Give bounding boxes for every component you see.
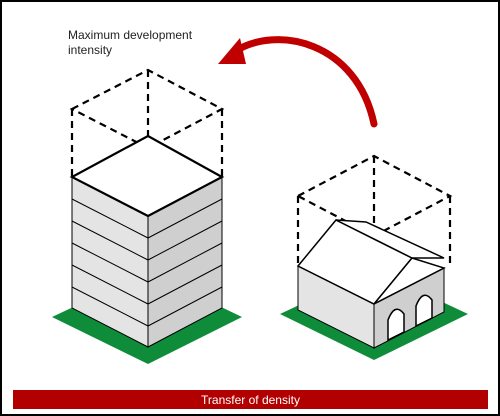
house-arch-2 bbox=[415, 294, 433, 328]
max-intensity-label: Maximum development intensity bbox=[68, 28, 193, 57]
transfer-arrow-head bbox=[218, 38, 246, 64]
transfer-banner: Transfer of density bbox=[13, 390, 488, 409]
house-arch-1 bbox=[387, 308, 405, 342]
left-tower-floors bbox=[71, 198, 223, 327]
right-envelope bbox=[295, 154, 453, 304]
transfer-arrow-curve bbox=[230, 36, 378, 128]
left-tower-roof bbox=[69, 134, 225, 218]
transfer-banner-text: Transfer of density bbox=[201, 392, 300, 407]
house-roof-right bbox=[335, 219, 445, 259]
house-gable bbox=[373, 257, 446, 305]
